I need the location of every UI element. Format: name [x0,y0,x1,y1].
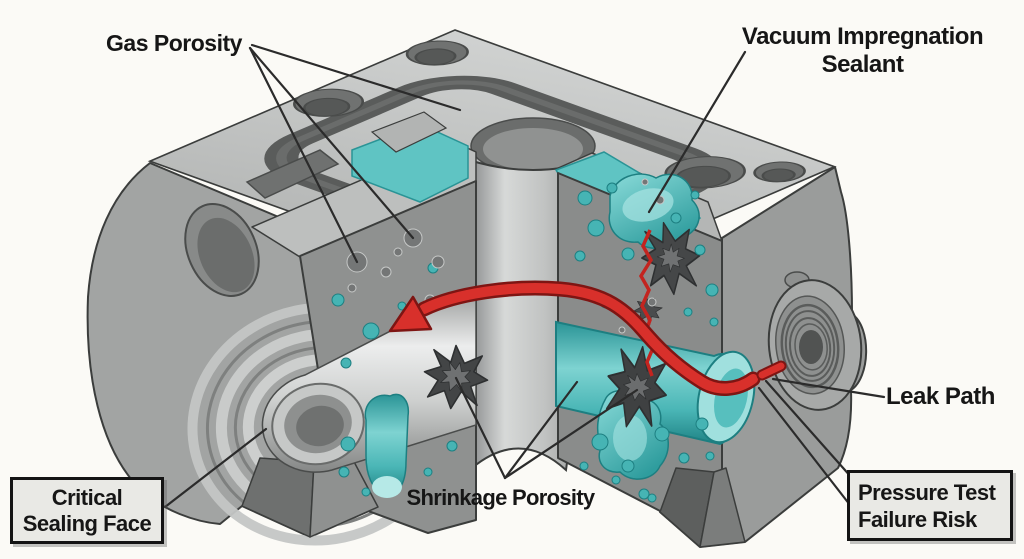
recess-pocket [245,149,340,199]
pore [577,190,593,206]
leak-path-label: Leak Path [886,383,995,410]
pressure-line2: Failure Risk [858,506,977,532]
pore [393,247,403,257]
leader-gas-2 [248,46,415,240]
pore [621,459,635,473]
leader-shrinkage-1 [454,376,507,480]
pore [709,317,719,327]
leader-shrinkage-3 [503,388,639,480]
pore [361,487,371,497]
pore [331,293,345,307]
critical-line2: Sealing Face [22,510,152,536]
apex-notch [482,1,516,35]
leak-crack [638,229,655,377]
pore [606,182,618,194]
leak-exit-segment [758,362,785,379]
pore [683,307,693,317]
port-bore-dark [799,330,823,364]
shrinkage-porosity-label: Shrinkage Porosity [406,485,596,510]
threaded-port [767,271,863,411]
pore [340,436,356,452]
leader-pressure-1 [764,379,854,480]
vacuum-sealant-line2: Sealant [821,51,904,78]
pore [579,461,589,471]
leader-lines [163,43,886,509]
pore [705,451,715,461]
vacuum-sealant-line1: Vacuum Impregnation [741,23,984,50]
pore [423,467,433,477]
pore [694,244,706,256]
leader-shrinkage-2 [503,380,579,480]
leader-critical [163,427,268,509]
pore [591,433,609,451]
pore [705,283,719,297]
leak-arrowhead [388,295,433,333]
pore [574,250,586,262]
leak-path-arrow [388,229,787,396]
pore [638,488,650,500]
pore [647,297,657,307]
critical-sealing-face-box: Critical Sealing Face [10,477,164,544]
pore [338,466,350,478]
block-right-body [659,166,868,548]
leader-gas-3 [250,43,462,112]
gas-porosity-label: Gas Porosity [106,30,242,56]
bore-opening-deep [296,405,344,447]
pore [587,219,605,237]
pore [362,322,380,340]
pore [380,266,392,278]
pore [446,440,458,452]
pore [654,426,670,442]
side-port-hole-inner [197,217,255,293]
vacuum-sealant-label: Vacuum Impregnation Sealant [735,23,990,79]
critical-line1: Critical [51,484,123,510]
pressure-line1: Pressure Test [858,479,996,505]
pore [690,190,700,200]
leader-leak [771,377,886,399]
pore [621,247,635,261]
pore [431,255,445,269]
pore [340,357,352,369]
sealant-channel-bottom [372,476,402,498]
bottom-foot-right [659,467,746,548]
sealant-blob-bottom-highlight [613,415,647,461]
leader-gas-1 [248,46,359,264]
pore [641,178,649,186]
groove-island [370,111,448,153]
pore [611,475,621,485]
leader-vacuum [647,50,747,214]
central-bore-mouth-inner [483,128,583,170]
pore [670,212,682,224]
pore [618,326,626,334]
pressure-test-failure-risk-box: Pressure Test Failure Risk [847,470,1013,541]
pore [695,417,709,431]
leader-pressure-2 [757,386,852,507]
pore [647,493,657,503]
pore [347,283,357,293]
porosity-pores [331,178,719,503]
pore [678,452,690,464]
